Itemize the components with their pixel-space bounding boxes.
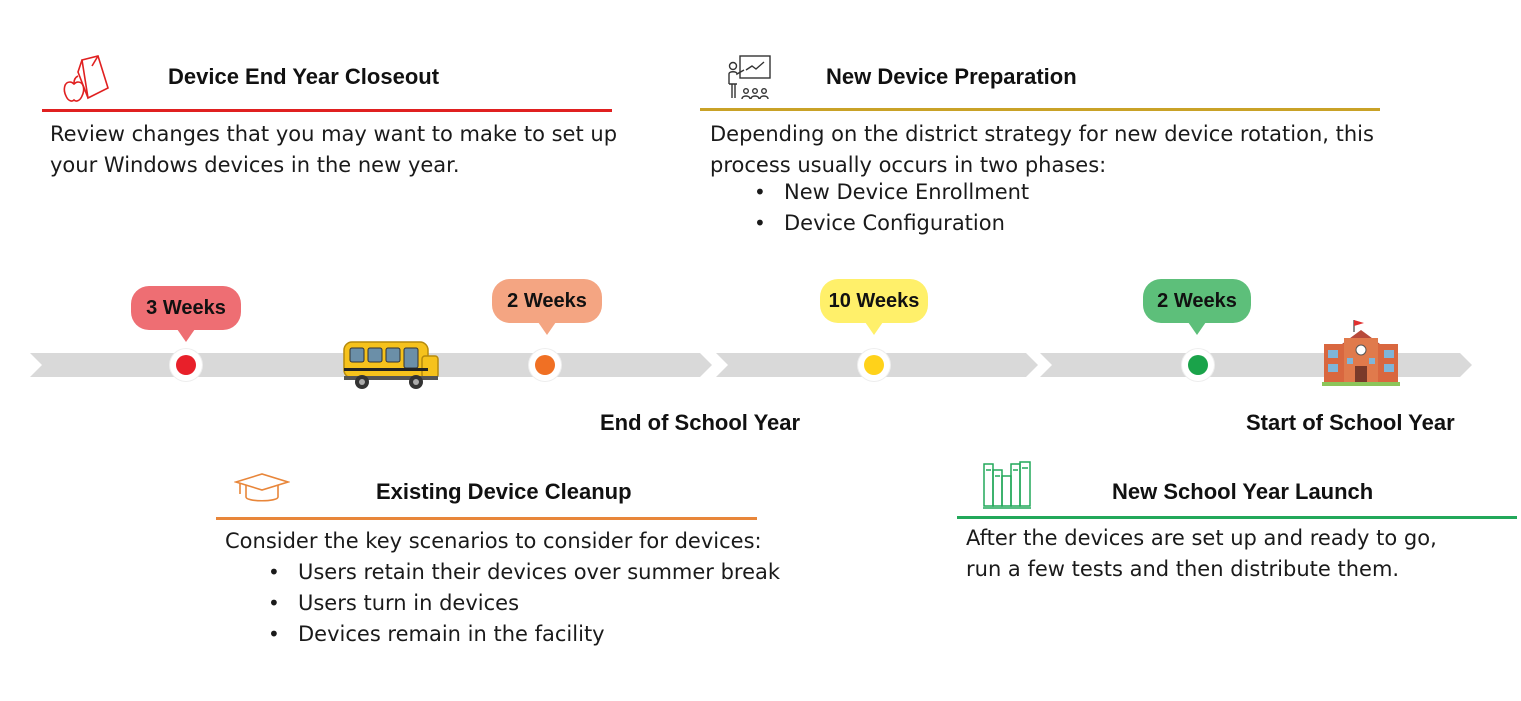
launch-text: After the devices are set up and ready t…	[966, 526, 1437, 581]
cleanup-text: Consider the key scenarios to consider f…	[225, 529, 762, 553]
cleanup-icon-wrap	[233, 470, 291, 506]
closeout-text: Review changes that you may want to make…	[50, 122, 618, 177]
bus-wrap	[342, 338, 442, 392]
closeout-icon-wrap	[58, 52, 112, 106]
school-bus-icon	[343, 341, 439, 389]
timeline-marker	[1182, 349, 1214, 381]
school-building-icon	[1322, 320, 1400, 386]
duration-bubble: 2 Weeks	[1143, 279, 1251, 335]
start-of-school-year-label: Start of School Year	[1246, 410, 1455, 435]
graduation-cap-icon	[233, 473, 291, 502]
launch-icon-wrap	[982, 460, 1032, 510]
marker-dot	[1188, 355, 1208, 375]
launch-rule	[957, 516, 1517, 519]
cleanup-bullet: Devices remain in the facility	[268, 619, 780, 650]
marker-dot	[535, 355, 555, 375]
bookshelf-icon	[983, 461, 1031, 509]
duration-bubble: 10 Weeks	[820, 279, 928, 335]
timeline-marker	[529, 349, 561, 381]
preparation-title: New Device Preparation	[826, 64, 1077, 89]
timeline-segment	[30, 353, 382, 377]
timeline-marker	[170, 349, 202, 381]
cleanup-bullet: Users retain their devices over summer b…	[268, 557, 780, 588]
preparation-bullet: New Device Enrollment	[754, 177, 1029, 208]
timeline-segment	[1040, 353, 1472, 377]
closeout-rule	[42, 109, 612, 112]
preparation-bullet: Device Configuration	[754, 208, 1029, 239]
cleanup-title: Existing Device Cleanup	[376, 479, 632, 504]
teacher-classroom-icon	[728, 55, 771, 100]
cleanup-bullets: Users retain their devices over summer b…	[268, 557, 780, 650]
preparation-rule	[700, 108, 1380, 111]
end-of-school-year-label: End of School Year	[600, 410, 801, 435]
preparation-icon-wrap	[726, 54, 776, 102]
closeout-title: Device End Year Closeout	[168, 64, 440, 89]
timeline-marker	[858, 349, 890, 381]
duration-bubble: 2 Weeks	[492, 279, 602, 335]
launch-title: New School Year Launch	[1112, 479, 1374, 504]
school-wrap	[1320, 318, 1402, 386]
cleanup-rule	[216, 517, 757, 520]
marker-dot	[176, 355, 196, 375]
duration-bubble: 3 Weeks	[131, 286, 241, 342]
marker-dot	[864, 355, 884, 375]
preparation-bullets: New Device Enrollment Device Configurati…	[754, 177, 1029, 239]
preparation-text: Depending on the district strategy for n…	[710, 122, 1374, 177]
lunch-bag-apple-icon	[63, 55, 109, 102]
cleanup-bullet: Users turn in devices	[268, 588, 780, 619]
